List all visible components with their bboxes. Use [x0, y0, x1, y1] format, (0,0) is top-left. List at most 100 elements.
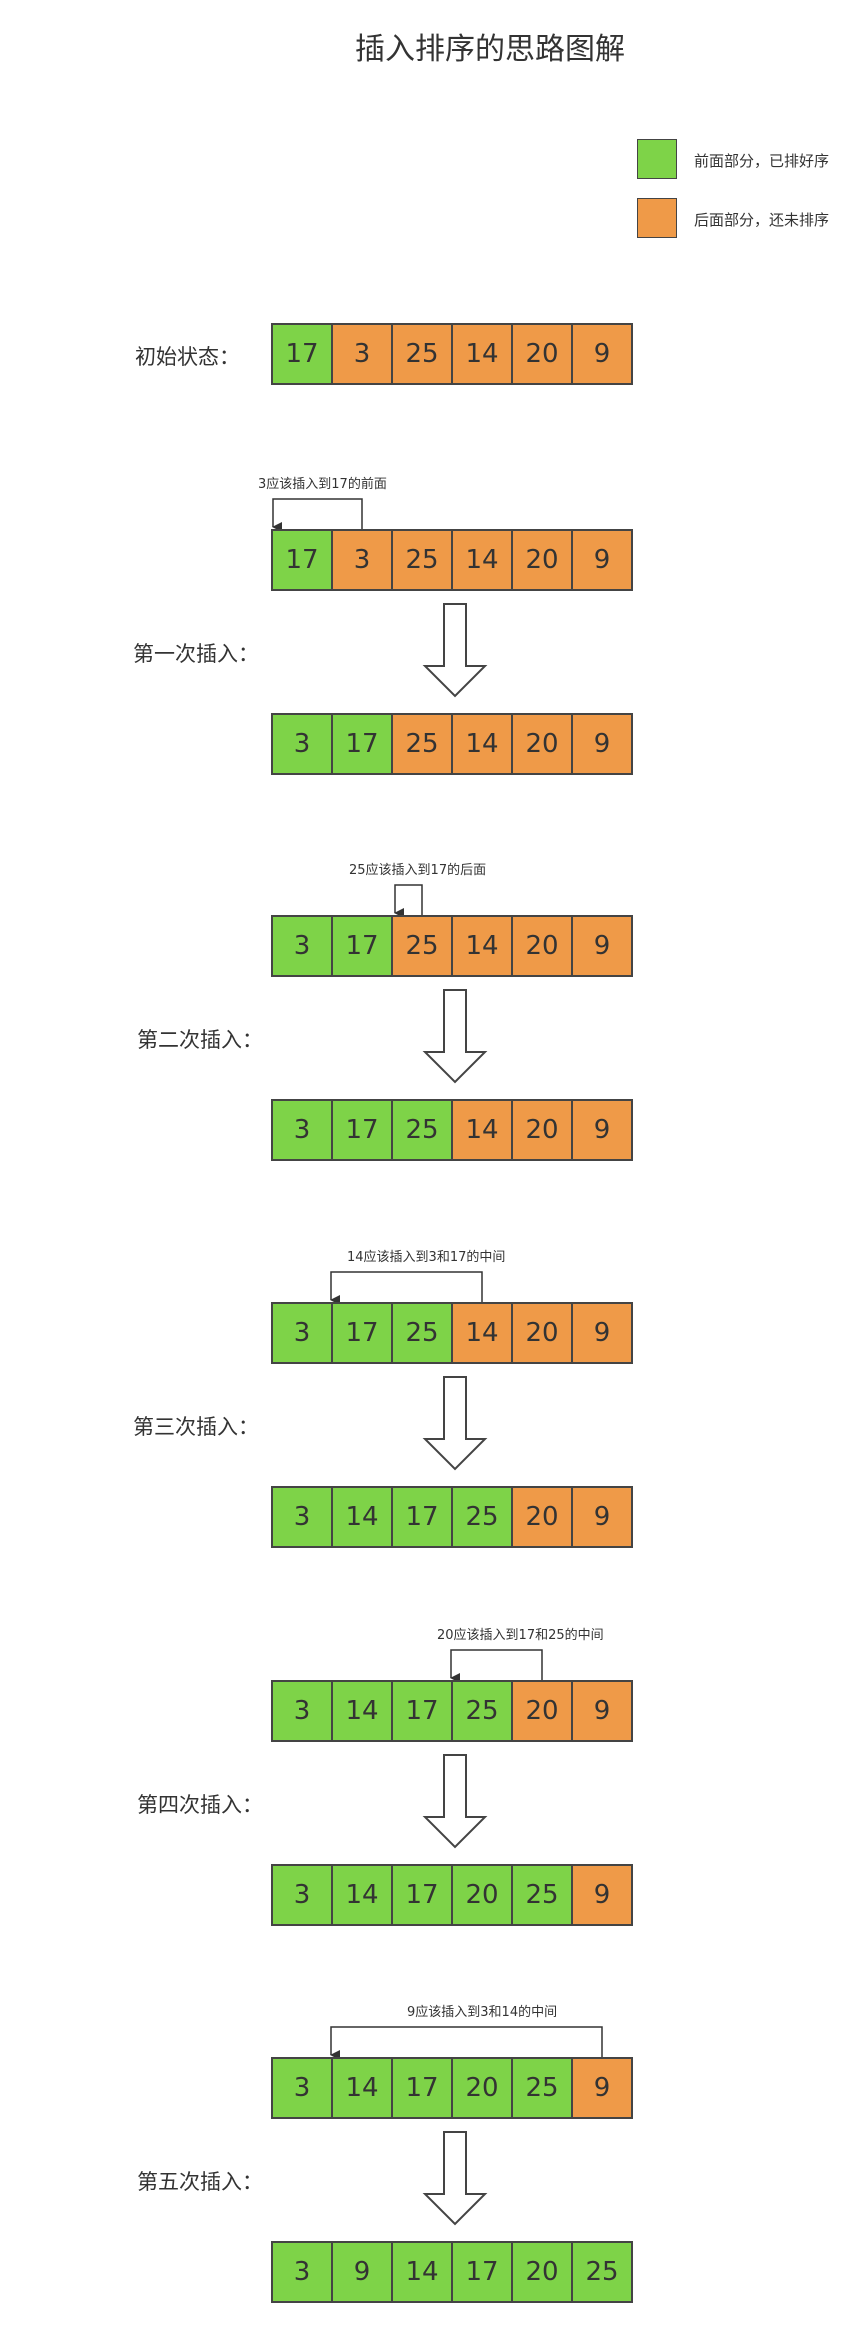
array-cell: 9: [571, 1486, 633, 1548]
array-cell: 9: [571, 915, 633, 977]
array-cell: 25: [571, 2241, 633, 2303]
array-cell: 17: [391, 1864, 453, 1926]
array-cell: 9: [571, 529, 633, 591]
row-label-step: 第四次插入：: [137, 1793, 263, 1817]
array-cell: 3: [271, 1680, 333, 1742]
array-cell: 17: [331, 1302, 393, 1364]
array-cell: 17: [391, 2057, 453, 2119]
array-cell: 17: [271, 529, 333, 591]
array-cell: 14: [391, 2241, 453, 2303]
array-cell: 20: [451, 1864, 513, 1926]
array-cell: 9: [571, 1680, 633, 1742]
array-cell: 14: [451, 1302, 513, 1364]
array-cell: 25: [451, 1680, 513, 1742]
array-cell: 25: [391, 915, 453, 977]
array-cell: 3: [271, 2241, 333, 2303]
array-cell: 25: [391, 1099, 453, 1161]
array-cell: 17: [331, 915, 393, 977]
row-label-step: 第五次插入：: [137, 2170, 263, 2194]
insertion-note: 20应该插入到17和25的中间: [437, 1628, 604, 1643]
array-cell: 3: [271, 1486, 333, 1548]
array-cell: 20: [511, 1486, 573, 1548]
array-cell: 25: [391, 713, 453, 775]
array-cell: 17: [391, 1680, 453, 1742]
array-cell: 25: [511, 1864, 573, 1926]
array-cell: 3: [331, 529, 393, 591]
array-cell: 20: [511, 1680, 573, 1742]
array-cell: 14: [451, 529, 513, 591]
legend-label-sorted: 前面部分，已排好序: [694, 152, 830, 170]
array-cell: 20: [511, 2241, 573, 2303]
array-cell: 3: [271, 1864, 333, 1926]
down-arrow-icon: [422, 603, 488, 698]
array-cell: 3: [331, 323, 393, 385]
array-cell: 9: [571, 1099, 633, 1161]
array-cell: 3: [271, 713, 333, 775]
array-cell: 17: [391, 1486, 453, 1548]
row-label-step: 第三次插入：: [133, 1415, 259, 1439]
diagram-title: 插入排序的思路图解: [355, 32, 625, 67]
array-cell: 3: [271, 2057, 333, 2119]
array-cell: 14: [451, 713, 513, 775]
insertion-note: 25应该插入到17的后面: [349, 863, 487, 878]
insertion-arrow: [330, 2026, 603, 2060]
array-cell: 20: [511, 323, 573, 385]
array-cell: 9: [571, 1302, 633, 1364]
insertion-arrow: [272, 498, 363, 532]
down-arrow-icon: [422, 989, 488, 1084]
row-label-step: 第二次插入：: [137, 1028, 263, 1052]
array-cell: 9: [571, 713, 633, 775]
array-cell: 3: [271, 1302, 333, 1364]
row-label-initial: 初始状态：: [135, 345, 240, 369]
array-cell: 17: [271, 323, 333, 385]
array-cell: 20: [511, 713, 573, 775]
array-cell: 9: [571, 2057, 633, 2119]
row-label-step: 第一次插入：: [133, 642, 259, 666]
down-arrow-icon: [422, 1754, 488, 1849]
array-cell: 9: [331, 2241, 393, 2303]
array-cell: 17: [331, 713, 393, 775]
legend-swatch-sorted: [637, 139, 677, 179]
insertion-arrow: [330, 1271, 483, 1305]
down-arrow-icon: [422, 1376, 488, 1471]
array-cell: 17: [331, 1099, 393, 1161]
array-cell: 17: [451, 2241, 513, 2303]
array-cell: 14: [451, 323, 513, 385]
array-cell: 25: [451, 1486, 513, 1548]
array-cell: 20: [511, 1099, 573, 1161]
array-cell: 9: [571, 323, 633, 385]
insertion-note: 3应该插入到17的前面: [258, 477, 387, 492]
array-cell: 20: [451, 2057, 513, 2119]
array-cell: 14: [331, 1680, 393, 1742]
array-cell: 20: [511, 1302, 573, 1364]
array-cell: 20: [511, 915, 573, 977]
insertion-note: 14应该插入到3和17的中间: [347, 1250, 506, 1265]
legend-label-unsorted: 后面部分，还未排序: [694, 211, 830, 229]
array-cell: 14: [331, 2057, 393, 2119]
array-cell: 3: [271, 915, 333, 977]
array-cell: 20: [511, 529, 573, 591]
array-cell: 9: [571, 1864, 633, 1926]
insertion-arrow: [394, 884, 423, 918]
array-cell: 3: [271, 1099, 333, 1161]
array-cell: 14: [331, 1864, 393, 1926]
down-arrow-icon: [422, 2131, 488, 2226]
insertion-note: 9应该插入到3和14的中间: [407, 2005, 558, 2020]
legend-swatch-unsorted: [637, 198, 677, 238]
array-cell: 25: [391, 1302, 453, 1364]
array-cell: 25: [511, 2057, 573, 2119]
array-cell: 14: [451, 915, 513, 977]
array-cell: 25: [391, 323, 453, 385]
